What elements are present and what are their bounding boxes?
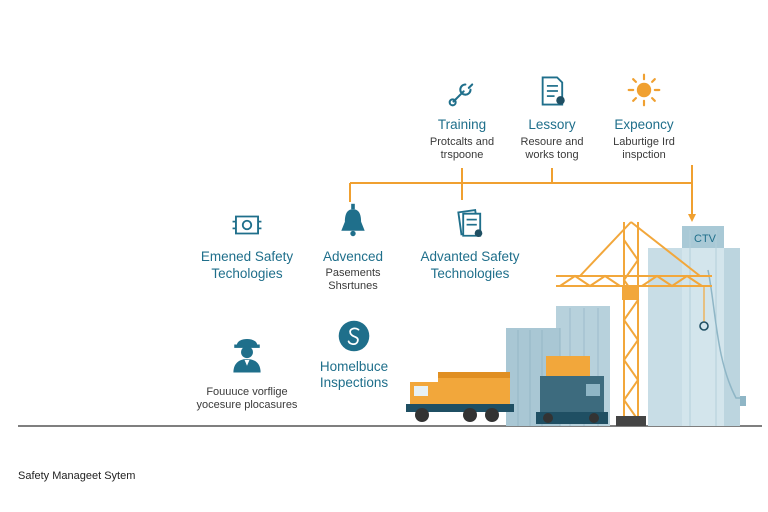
training-sub-line1: Protcalts and [429, 136, 495, 148]
excavator [536, 356, 608, 424]
connector-arrowhead [688, 214, 696, 222]
checklist-icon [457, 208, 483, 238]
bell-icon [341, 203, 365, 237]
advenced-title: Advenced [322, 249, 384, 264]
wrench-icon [448, 83, 474, 107]
silo-label: CTV [694, 233, 717, 245]
hard-hat-worker-icon [233, 338, 261, 373]
silos [648, 226, 746, 426]
expeoncy-title: Expeoncy [614, 117, 674, 132]
advenced-sub-line2: Shsrtunes [328, 280, 378, 292]
homelbuce-title-line1: Homelbuce [319, 359, 389, 374]
lessory-title: Lessory [528, 117, 576, 132]
advanted-title-line2: Technologies [430, 266, 510, 281]
training-sub-line2: trspoone [440, 149, 484, 161]
crane-hook [699, 321, 709, 331]
connector-lines [349, 165, 693, 215]
tower-crane [556, 221, 712, 422]
emened-title-line2: Techologies [211, 266, 283, 281]
document-icon [541, 76, 565, 106]
crane-base [616, 416, 646, 426]
circle-s-icon [338, 320, 370, 352]
lessory-sub-line2: works tong [525, 149, 579, 161]
footer-label: Safety Manageet Sytem [18, 470, 136, 482]
homelbuce-title-line2: Inspections [319, 375, 389, 390]
dump-truck [406, 372, 514, 422]
lessory-sub-line1: Resoure and [520, 136, 584, 148]
expeoncy-sub-line2: inspction [622, 149, 666, 161]
fouuuce-sub-line2: yocesure plocasures [196, 399, 298, 411]
fouuuce-sub-line1: Fouuuce vorflige [206, 386, 288, 398]
expeoncy-sub-line1: Laburtige Ird [613, 136, 675, 148]
emened-title-line1: Emened Safety [200, 249, 294, 264]
training-title: Training [437, 117, 487, 132]
sun-icon [627, 73, 661, 107]
crane-cab [622, 286, 638, 300]
advenced-sub-line1: Pasements [325, 267, 381, 279]
gear-box-icon [232, 215, 262, 235]
advanted-title-line1: Advanted Safety [420, 249, 520, 264]
